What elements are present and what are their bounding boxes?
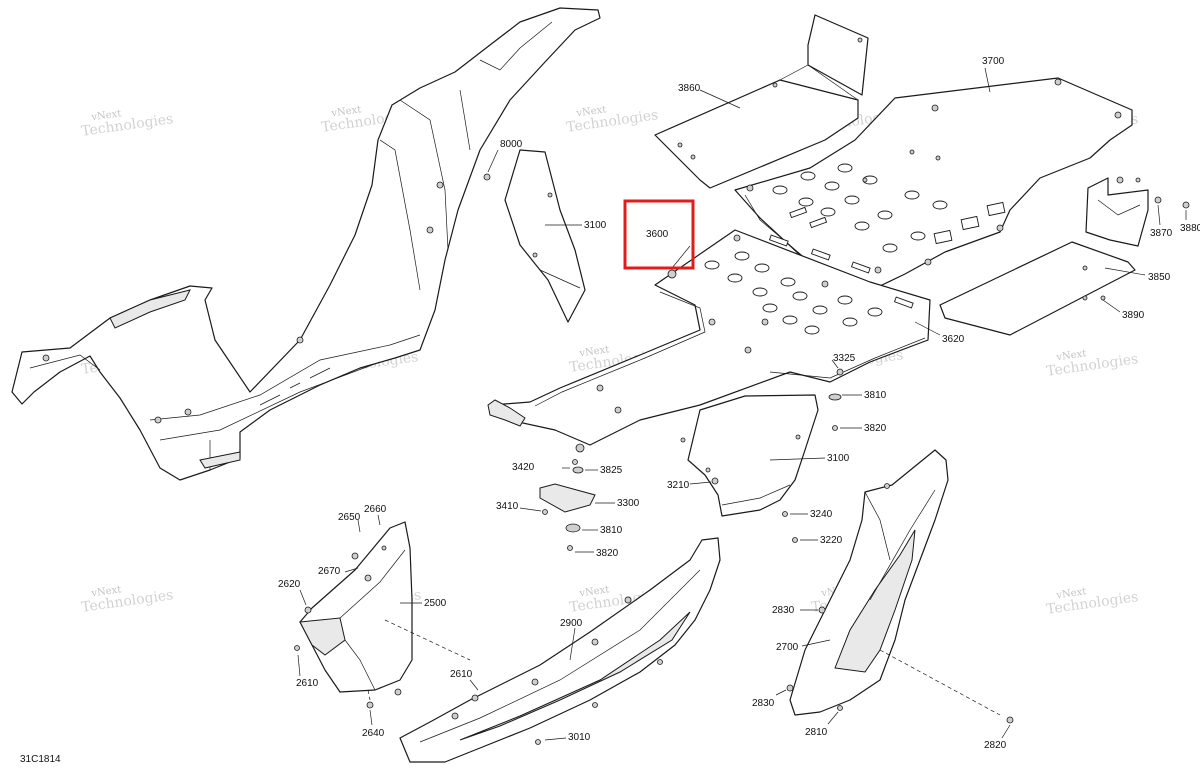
fastener-icon xyxy=(154,416,162,424)
part-label-2610-center: 2610 xyxy=(450,669,473,680)
part-label-3880: 3880 xyxy=(1180,223,1200,234)
part-callout-3220[interactable]: 3220 xyxy=(792,535,843,546)
part-label-3100-upper: 3100 xyxy=(584,220,607,231)
part-label-3220: 3220 xyxy=(820,535,843,546)
part-label-3810-upper: 3810 xyxy=(864,390,887,401)
watermark-line1: vNext xyxy=(575,104,607,119)
part-label-3820-upper: 3820 xyxy=(864,423,887,434)
watermark: vNext Technologies xyxy=(80,584,174,616)
fastener-icon xyxy=(42,354,50,362)
watermark-line1: vNext xyxy=(90,584,122,599)
highlight-box-3600 xyxy=(623,199,695,270)
part-label-2650: 2650 xyxy=(338,512,361,523)
part-label-3420: 3420 xyxy=(512,462,535,473)
watermark: vNext Technologies xyxy=(80,108,174,140)
watermark-line1: vNext xyxy=(1055,348,1087,363)
part-label-3100-lower: 3100 xyxy=(827,453,850,464)
part-callout-3240[interactable]: 3240 xyxy=(782,509,833,520)
watermark: vNext Technologies xyxy=(565,104,659,136)
watermark: vNext Technologies xyxy=(1045,586,1139,618)
part-label-2900: 2900 xyxy=(560,618,583,629)
fastener-icon xyxy=(296,336,304,344)
part-label-3210: 3210 xyxy=(667,480,690,491)
part-label-2620: 2620 xyxy=(278,579,301,590)
part-label-2830-upper: 2830 xyxy=(772,605,795,616)
part-label-2660: 2660 xyxy=(364,504,387,515)
part-label-3600: 3600 xyxy=(646,229,669,240)
part-label-8000: 8000 xyxy=(500,139,523,150)
part-callout-3100-lower[interactable]: 3100 xyxy=(680,394,850,517)
part-label-3010: 3010 xyxy=(568,732,591,743)
watermark-line1: vNext xyxy=(330,104,362,119)
part-callout-3820-lower[interactable]: 3820 xyxy=(567,545,619,560)
part-label-3300: 3300 xyxy=(617,498,640,509)
part-label-3820-lower: 3820 xyxy=(596,548,619,559)
part-label-3620: 3620 xyxy=(942,334,965,345)
part-label-2810: 2810 xyxy=(805,727,828,738)
rocker-panel-2900[interactable]: 2610 2900 3010 xyxy=(399,537,721,763)
part-callout-3600[interactable]: 3600 xyxy=(623,199,695,279)
part-callout-3210[interactable]: 3210 xyxy=(667,477,719,491)
floor-panel-3620[interactable]: 3620 3325 xyxy=(487,229,965,453)
watermark-line1: vNext xyxy=(90,108,122,123)
panel-3860[interactable]: 3860 xyxy=(654,14,869,189)
part-label-2670: 2670 xyxy=(318,566,341,577)
fastener-icon xyxy=(184,408,192,416)
part-label-3890: 3890 xyxy=(1122,310,1145,321)
part-label-3825: 3825 xyxy=(600,465,623,476)
part-label-3850: 3850 xyxy=(1148,272,1171,283)
part-callout-8000[interactable]: 8000 xyxy=(483,139,523,181)
watermark-line1: vNext xyxy=(578,584,610,599)
part-callout-3810-lower[interactable]: 3810 xyxy=(565,523,623,536)
part-label-2640: 2640 xyxy=(362,728,385,739)
part-label-3700: 3700 xyxy=(982,56,1005,67)
panel-3850[interactable]: 3870 3880 3850 3890 xyxy=(939,176,1200,336)
part-label-3410: 3410 xyxy=(496,501,519,512)
part-label-2610-left: 2610 xyxy=(296,678,319,689)
part-label-3870: 3870 xyxy=(1150,228,1173,239)
watermark-line1: vNext xyxy=(578,344,610,359)
watermark-line1: vNext xyxy=(1055,586,1087,601)
floor-panel-3700[interactable]: 3700 xyxy=(734,56,1133,291)
fastener-icon xyxy=(436,181,444,189)
part-callout-3825[interactable]: 3825 xyxy=(572,465,623,476)
side-panel-2700[interactable]: 2830 2700 2830 2810 2820 xyxy=(752,449,1014,751)
watermark: vNext Technologies xyxy=(1045,348,1139,380)
part-label-2820: 2820 xyxy=(984,740,1007,751)
part-label-2830-lower: 2830 xyxy=(752,698,775,709)
part-callout-3300[interactable]: 3300 xyxy=(539,483,640,513)
clip-icon xyxy=(483,173,491,181)
panel-2500[interactable]: 2650 2660 2670 2620 2500 2610 2640 xyxy=(278,504,471,739)
part-label-3325: 3325 xyxy=(833,353,856,364)
part-label-3810-lower: 3810 xyxy=(600,525,623,536)
part-callout-3410[interactable]: 3410 xyxy=(496,501,548,515)
part-label-3240: 3240 xyxy=(810,509,833,520)
part-label-2700: 2700 xyxy=(776,642,799,653)
side-body-panel[interactable] xyxy=(11,7,601,481)
part-callout-3100-upper[interactable]: 3100 xyxy=(504,149,607,323)
diagram-reference-code: 31C1814 xyxy=(20,754,61,765)
part-label-3860: 3860 xyxy=(678,83,701,94)
fastener-icon xyxy=(426,226,434,234)
part-callout-3810-upper[interactable]: 3810 3820 xyxy=(828,390,887,434)
part-callout-3420[interactable]: 3420 xyxy=(512,459,578,474)
part-label-2500: 2500 xyxy=(424,598,447,609)
